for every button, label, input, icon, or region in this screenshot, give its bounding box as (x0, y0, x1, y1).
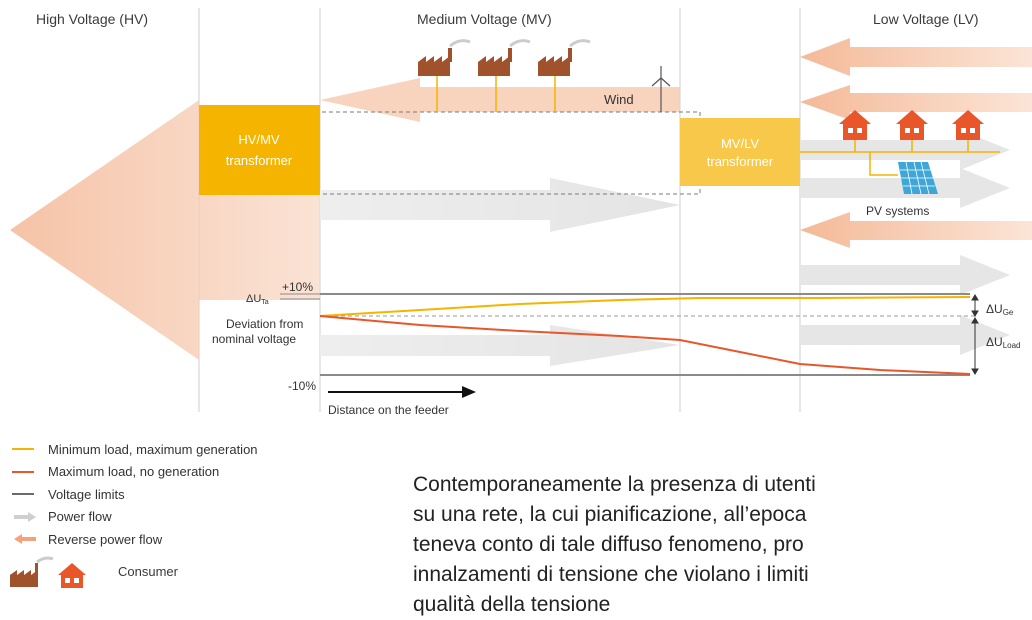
delta-u-load-bracket (971, 317, 979, 375)
paragraph-line: teneva conto di tale diffuso fenomeno, p… (413, 533, 804, 556)
mv-consumer-lines (436, 76, 556, 112)
legend-consumer-label: Consumer (118, 564, 178, 579)
hv-mv-transformer-line1: HV/MV (238, 132, 280, 147)
pv-panel-icon (898, 161, 938, 195)
plus-10-label: +10% (282, 280, 313, 294)
paragraph-line: innalzamenti di tensione che violano i l… (413, 563, 809, 586)
legend-max-load: Maximum load, no generation (8, 461, 338, 484)
factory-icon (538, 39, 591, 76)
distance-arrow (328, 386, 476, 398)
legend-min-load: Minimum load, maximum generation (8, 438, 338, 461)
min-load-swatch (8, 442, 48, 456)
legend-voltage-limits: Voltage limits (8, 483, 338, 506)
distance-label: Distance on the feeder (328, 403, 449, 417)
zone-mv-heading: Medium Voltage (MV) (417, 11, 552, 27)
pv-systems-label: PV systems (866, 204, 929, 218)
reverse-flow-arrow-mv (320, 78, 680, 122)
legend-consumer: Consumer (8, 555, 338, 589)
factory-icon (418, 39, 471, 76)
delta-u-ta-label: ΔUTa (246, 293, 269, 306)
paragraph-line: su una rete, la cui pianificazione, all’… (413, 503, 807, 526)
mv-lv-transformer-line1: MV/LV (721, 136, 759, 151)
legend-voltage-limits-label: Voltage limits (48, 486, 125, 502)
consumer-icons (8, 555, 118, 589)
delta-u-ge-bracket (971, 294, 979, 317)
reverse-flow-arrows-lv (800, 38, 1032, 248)
hv-mv-transformer-line2: transformer (226, 153, 293, 168)
delta-u-ta-bracket (280, 293, 320, 300)
voltage-limit-lines (320, 293, 970, 376)
min-load-curve (319, 296, 971, 317)
legend-min-load-label: Minimum load, maximum generation (48, 441, 258, 457)
voltage-limits-swatch (8, 487, 48, 501)
body-paragraph: Contemporaneamente la presenza di utenti… (413, 470, 1032, 620)
lv-feeder-lines (790, 140, 1000, 176)
paragraph-line: Contemporaneamente la presenza di utenti (413, 473, 816, 496)
legend: Minimum load, maximum generation Maximum… (8, 438, 338, 589)
house-icon (58, 562, 86, 588)
power-flow-arrows-mv (320, 178, 680, 366)
delta-u-ge-label: ΔUGe (986, 302, 1014, 317)
house-icon (839, 110, 871, 140)
house-icon (896, 110, 928, 140)
legend-reverse-flow-label: Reverse power flow (48, 531, 163, 547)
paragraph-line: qualità della tensione (413, 593, 611, 616)
mv-lv-transformer-line2: transformer (707, 154, 774, 169)
mv-feeder-box (279, 111, 701, 195)
legend-power-flow-label: Power flow (48, 509, 112, 525)
wind-turbine-icon (651, 66, 671, 112)
legend-reverse-flow: Reverse power flow (8, 528, 338, 551)
wind-label: Wind (604, 92, 634, 107)
legend-power-flow: Power flow (8, 506, 338, 529)
mv-lv-transformer: MV/LV transformer (680, 118, 800, 186)
legend-max-load-label: Maximum load, no generation (48, 464, 220, 480)
power-flow-arrow-icon (8, 510, 48, 524)
max-load-curve (319, 315, 971, 375)
factory-icon (478, 39, 531, 76)
zone-hv-heading: High Voltage (HV) (36, 11, 148, 27)
reverse-flow-arrow-icon (8, 532, 48, 546)
max-load-swatch (8, 465, 48, 479)
deviation-label-line1: Deviation from (226, 317, 303, 331)
minus-10-label: -10% (288, 379, 316, 393)
delta-u-load-label: ΔULoad (986, 335, 1020, 350)
house-icon (952, 110, 984, 140)
deviation-label-line2: nominal voltage (212, 332, 296, 346)
factory-icon (10, 556, 54, 587)
zone-lv-heading: Low Voltage (LV) (873, 11, 979, 27)
hv-mv-transformer: HV/MV transformer (199, 105, 320, 195)
